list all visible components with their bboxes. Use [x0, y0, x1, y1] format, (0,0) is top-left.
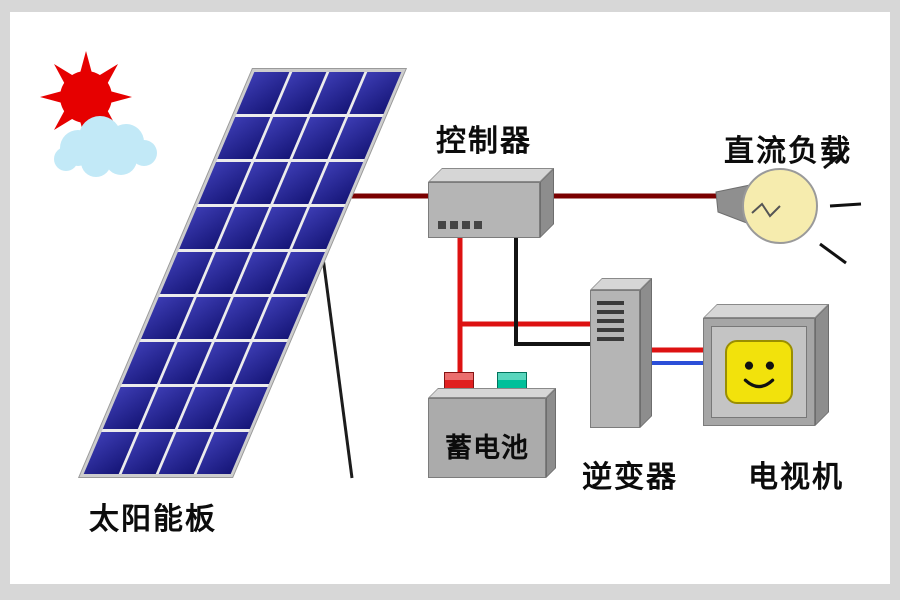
- vent-icon: [597, 301, 624, 305]
- controller-label: 控制器: [436, 125, 532, 158]
- tv-front-face: [703, 318, 815, 426]
- battery-top-face: [428, 388, 556, 398]
- inverter-front-face: [590, 290, 640, 428]
- controller-box: [428, 168, 554, 238]
- tv-bezel: [711, 326, 807, 418]
- smiley-face-icon: [743, 361, 775, 389]
- wire-red-group: [457, 236, 708, 378]
- vent-icon: [597, 328, 624, 332]
- tv-label: 电视机: [748, 461, 844, 494]
- port-icon: [462, 221, 470, 229]
- controller-front-face: [428, 182, 540, 238]
- controller-top-face: [428, 168, 554, 182]
- inverter-vents: [597, 301, 624, 341]
- controller-ports: [438, 221, 482, 229]
- vent-icon: [597, 319, 624, 323]
- wire-controller-to-inverter: [514, 236, 594, 346]
- tv-side-face: [815, 304, 829, 426]
- inverter-label: 逆变器: [582, 461, 678, 494]
- solar-panel-label: 太阳能板: [89, 503, 217, 536]
- port-icon: [474, 221, 482, 229]
- battery-front-face: [428, 398, 546, 478]
- panel-support-leg: [320, 249, 354, 479]
- tv-screen: [725, 340, 793, 404]
- port-icon: [450, 221, 458, 229]
- battery-label: 蓄电池: [445, 433, 529, 463]
- dc-load-label: 直流负载: [724, 135, 852, 168]
- vent-icon: [597, 337, 624, 341]
- bulb-rays-icon: [819, 146, 862, 265]
- light-bulb-icon: [715, 146, 862, 265]
- battery-box: [428, 388, 556, 478]
- battery-side-face: [546, 388, 556, 478]
- tv-top-face: [703, 304, 829, 318]
- inverter-box: [590, 278, 652, 428]
- port-icon: [438, 221, 446, 229]
- tv-box: [703, 304, 829, 426]
- cloud-icon: [54, 116, 157, 177]
- bulb-filament: [751, 202, 781, 218]
- vent-icon: [597, 310, 624, 314]
- inverter-side-face: [640, 278, 652, 428]
